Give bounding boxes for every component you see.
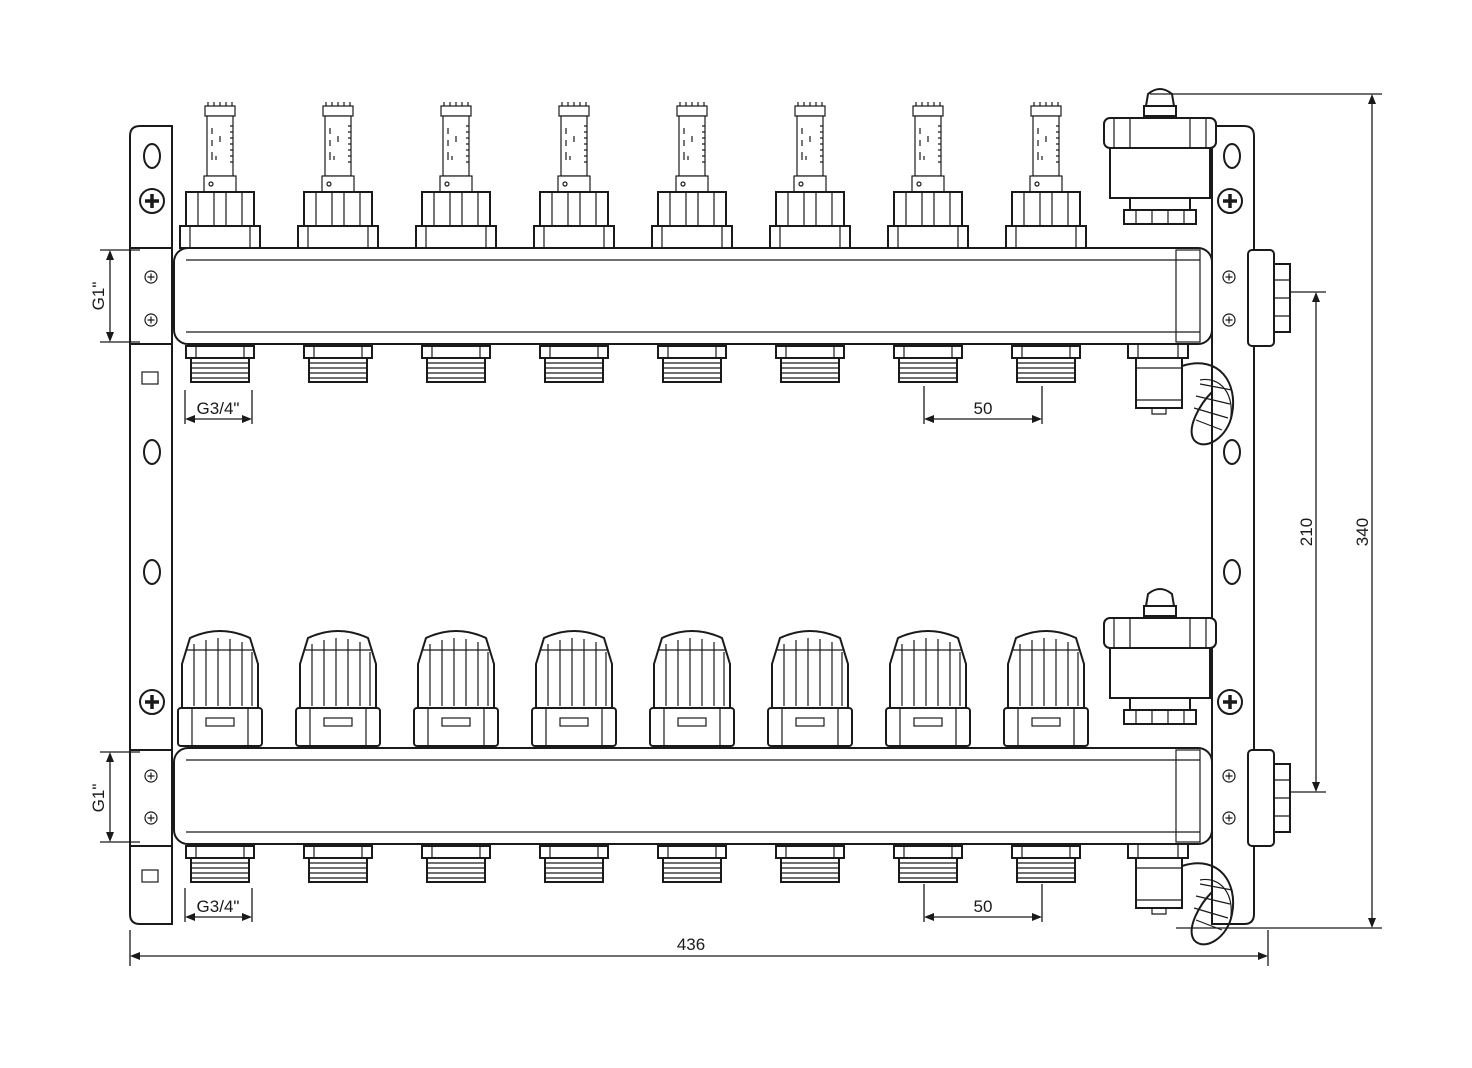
- bottom-manifold-bar: [173, 747, 1213, 845]
- valve-cap-6: [767, 630, 853, 747]
- bottom-outlet-row: [185, 845, 1081, 883]
- valve-cap-4: [531, 630, 617, 747]
- valve-cap-8: [1003, 630, 1089, 747]
- dim-overall-width: 436: [129, 930, 1269, 966]
- label-g34-bottom: G3/4": [197, 897, 240, 916]
- flowmeter-2: [297, 101, 379, 249]
- label-overall-height: 340: [1353, 518, 1372, 546]
- label-pitch-top: 50: [974, 399, 993, 418]
- dim-g34-bottom: G3/4": [184, 888, 253, 922]
- top-manifold-bar: [173, 247, 1213, 345]
- flowmeter-8: [1005, 101, 1087, 249]
- top-outlet-row: [185, 345, 1081, 383]
- flowmeter-5: [651, 101, 733, 249]
- label-g34-top: G3/4": [197, 399, 240, 418]
- bottom-outlet-2: [303, 845, 373, 883]
- flowmeter-row: [179, 101, 1087, 249]
- label-g1-bottom: G1": [89, 784, 108, 813]
- dim-g34-top: G3/4": [184, 390, 253, 424]
- top-outlet-5: [657, 345, 727, 383]
- top-outlet-1: [185, 345, 255, 383]
- bottom-outlet-8: [1011, 845, 1081, 883]
- valve-cap-3: [413, 630, 499, 747]
- dim-pitch-top: 50: [923, 386, 1043, 424]
- top-outlet-3: [421, 345, 491, 383]
- top-outlet-2: [303, 345, 373, 383]
- valve-cap-7: [885, 630, 971, 747]
- label-g1-top: G1": [89, 282, 108, 311]
- dim-g1-bottom: G1": [89, 751, 140, 843]
- label-bar-spacing: 210: [1297, 518, 1316, 546]
- top-outlet-8: [1011, 345, 1081, 383]
- left-mounting-bracket: [129, 125, 173, 925]
- flowmeter-4: [533, 101, 615, 249]
- valve-cap-row: [177, 630, 1089, 747]
- bottom-outlet-5: [657, 845, 727, 883]
- top-outlet-6: [775, 345, 845, 383]
- dim-pitch-bottom: 50: [923, 884, 1043, 922]
- top-outlet-4: [539, 345, 609, 383]
- top-air-vent: [1103, 88, 1217, 225]
- bottom-air-vent: [1103, 588, 1217, 725]
- flowmeter-7: [887, 101, 969, 249]
- top-outlet-7: [893, 345, 963, 383]
- valve-cap-2: [295, 630, 381, 747]
- bottom-outlet-7: [893, 845, 963, 883]
- right-mounting-bracket: [1211, 125, 1291, 925]
- label-overall-width: 436: [677, 935, 705, 954]
- flowmeter-6: [769, 101, 851, 249]
- label-pitch-bottom: 50: [974, 897, 993, 916]
- flowmeter-3: [415, 101, 497, 249]
- dim-bar-spacing: 210: [1290, 291, 1326, 793]
- bottom-outlet-1: [185, 845, 255, 883]
- valve-cap-5: [649, 630, 735, 747]
- bottom-outlet-4: [539, 845, 609, 883]
- dim-overall-height: 340: [1150, 93, 1382, 929]
- dim-g1-top: G1": [89, 249, 140, 343]
- bottom-outlet-3: [421, 845, 491, 883]
- valve-cap-1: [177, 630, 263, 747]
- bottom-outlet-6: [775, 845, 845, 883]
- flowmeter-1: [179, 101, 261, 249]
